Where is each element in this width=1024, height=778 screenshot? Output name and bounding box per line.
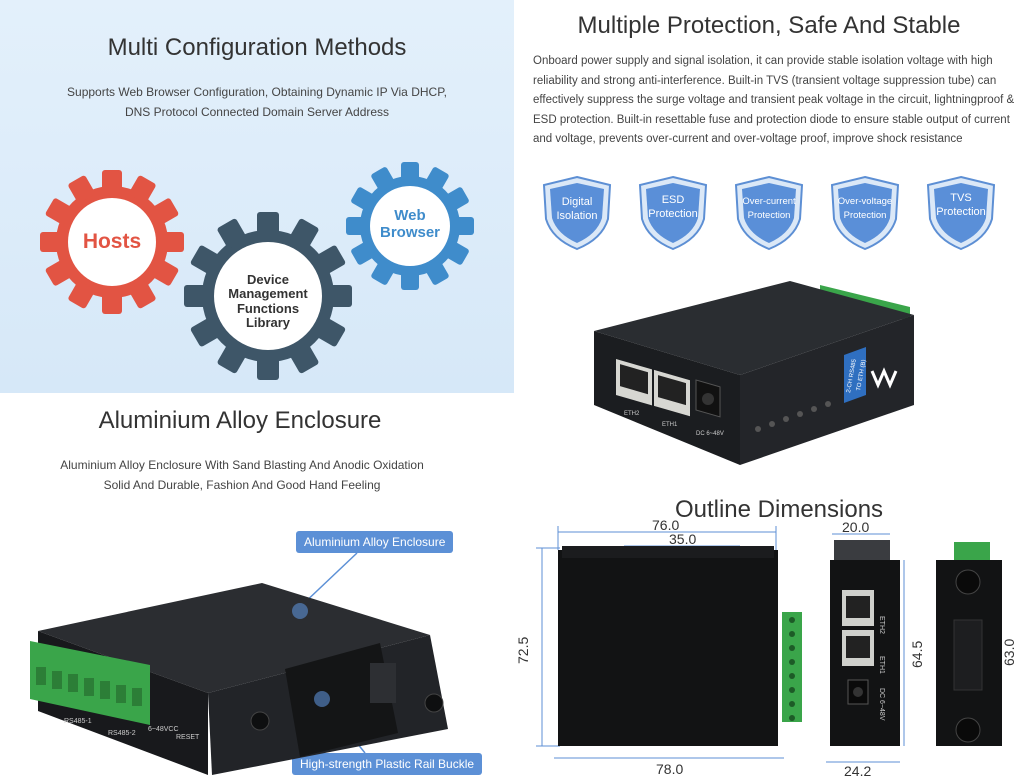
web-browser-gear-icon (346, 162, 474, 290)
shield-label-line2: Protection (843, 210, 887, 221)
side-dc-label: DC 6~48V (878, 688, 885, 721)
config-title: Multi Configuration Methods (107, 34, 407, 61)
protection-panel: Multiple Protection, Safe And Stable Onb… (514, 0, 1024, 490)
web-browser-label-line1: Web (394, 207, 426, 224)
power-label-side: 6~48VCC (148, 726, 179, 733)
port-label-eth2: ETH2 (624, 411, 640, 417)
library-label-line4: Library (245, 314, 291, 330)
shield-icon (926, 175, 996, 251)
hosts-label: Hosts (82, 230, 142, 253)
terminal-label-1: RS485-1 (64, 718, 92, 725)
config-methods-panel: Multi Configuration Methods Supports Web… (0, 0, 514, 393)
dimensions-panel: Outline Dimensions 76.0 35.0 72.5 (514, 490, 1024, 778)
dim-rear-height: 63.0 (1001, 639, 1017, 666)
shield-label-line2: Protection (936, 206, 986, 218)
enclosure-subtitle-line1: Aluminium Alloy Enclosure With Sand Blas… (60, 458, 424, 472)
library-label-line2: Management (228, 286, 308, 302)
library-gear-icon (184, 212, 352, 380)
dim-width-top: 76.0 (652, 520, 679, 533)
device-illustration: ETH2 ETH1 DC 6~48V 2-CH RS485 TO ETH (B) (594, 281, 914, 465)
library-label-line1: Device (247, 272, 289, 287)
dim-width-inner: 35.0 (669, 531, 696, 547)
web-browser-label-line2: Browser (379, 223, 441, 241)
shield-label-line1: Digital (561, 196, 593, 208)
enclosure-title: Aluminium Alloy Enclosure (98, 407, 382, 434)
shield-over-current: Over-current Protection (734, 175, 804, 251)
dimensions-title: Outline Dimensions (674, 496, 884, 523)
dim-side-bottom: 24.2 (844, 763, 871, 778)
shield-label-line1: ESD (661, 194, 685, 206)
dim-side-height: 64.5 (909, 641, 925, 668)
protection-description: Onboard power supply and signal isolatio… (533, 55, 1015, 145)
terminal-label-2: RS485-2 (108, 730, 136, 737)
hosts-gear-icon (40, 170, 184, 314)
config-subtitle-line2: DNS Protocol Connected Domain Server Add… (124, 105, 390, 119)
protection-title: Multiple Protection, Safe And Stable (577, 12, 961, 39)
shield-icon (542, 175, 612, 251)
shield-icon (734, 175, 804, 251)
enclosure-illustration: RS485-1 RS485-2 6~48VCC RESET (30, 552, 448, 775)
shield-label-line1: Over-voltage (837, 196, 893, 207)
shield-label-line1: TVS (950, 192, 972, 204)
brand-logo-icon (870, 367, 898, 389)
shield-label-line2: Protection (747, 210, 791, 221)
shield-row: Digital Isolation ESD Protection Over-cu… (542, 175, 1012, 255)
device-model-line1: 2-CH RS485 (846, 358, 858, 393)
shield-icon (638, 175, 708, 251)
shield-label-line1: Over-current (742, 196, 796, 207)
reset-label: RESET (176, 734, 200, 741)
callout-aluminium: Aluminium Alloy Enclosure (296, 531, 454, 553)
config-subtitle-line1: Supports Web Browser Configuration, Obta… (67, 85, 447, 99)
shield-label-line2: Isolation (556, 210, 598, 222)
power-label: DC 6~48V (696, 431, 724, 437)
dimension-drawing: 76.0 35.0 72.5 78.0 20.0 64.5 24.2 63.0 (515, 520, 1017, 778)
side-port-label-eth1: ETH1 (878, 656, 885, 674)
dim-height-left: 72.5 (515, 637, 531, 664)
enclosure-subtitle-line2: Solid And Durable, Fashion And Good Hand… (103, 478, 381, 492)
library-label: Device Management Functions Library (212, 272, 324, 330)
shield-tvs: TVS Protection (926, 175, 996, 251)
shield-over-voltage: Over-voltage Protection (830, 175, 900, 251)
callout-rail-buckle: High-strength Plastic Rail Buckle (292, 753, 483, 775)
enclosure-panel: Aluminium Alloy Enclosure Aluminium Allo… (0, 393, 514, 778)
shield-esd: ESD Protection (638, 175, 708, 251)
library-label-line3: Functions (236, 300, 300, 316)
web-browser-label: Web Browser (370, 207, 450, 241)
shield-label-line2: Protection (648, 208, 698, 220)
device-model-line2: TO ETH (B) (856, 359, 867, 391)
side-port-label-eth2: ETH2 (878, 616, 885, 634)
dim-side-top: 20.0 (842, 520, 869, 535)
dim-width-bottom: 78.0 (656, 761, 683, 777)
shield-digital-isolation: Digital Isolation (542, 175, 612, 251)
shield-icon (830, 175, 900, 251)
port-label-eth1: ETH1 (662, 422, 678, 428)
